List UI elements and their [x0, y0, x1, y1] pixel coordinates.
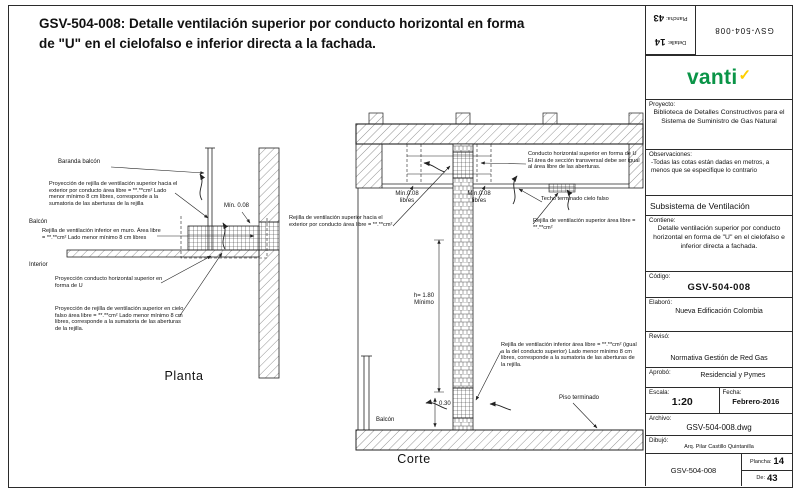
drawing-area: GSV-504-008: Detalle ventilación superio…: [9, 6, 646, 486]
archivo-cell: Archivo: GSV-504-008.dwg: [646, 414, 792, 436]
top-plancha-cell: Plancha: 43: [646, 6, 695, 30]
bottom-plancha-value: 14: [773, 456, 784, 468]
technical-drawing-canvas: [66, 112, 644, 451]
aprobo-label: Aprobó:: [649, 369, 671, 376]
top-detalle-cell: Detalle: 14: [646, 30, 695, 55]
bottom-de-value: 43: [766, 472, 778, 484]
titleblock-top-strip: Plancha: 43 Detalle: 14 GSV-504-008: [646, 6, 792, 56]
aprobo-value: Residencial y Pymes: [700, 372, 766, 379]
proyecto-label: Proyecto:: [649, 101, 676, 108]
archivo-value: GSV-504-008.dwg: [686, 423, 752, 432]
codigo-label: Código:: [649, 273, 671, 280]
reviso-cell: Revisó: Normativa Gestión de Red Gas: [646, 332, 792, 368]
escala-fecha-cell: Escala: 1:20 Fecha: Febrero-2016: [646, 388, 792, 414]
plan-note-rejilla-cielofalso: Proyección de rejilla de ventilación sup…: [55, 306, 184, 332]
top-sheet-code: GSV-504-008: [714, 26, 774, 35]
reviso-value: Normativa Gestión de Red Gas: [670, 355, 768, 363]
reviso-label: Revisó:: [649, 333, 670, 340]
section-label-piso-terminado: Piso terminado: [559, 395, 600, 401]
vanti-check-icon: ✓: [738, 66, 752, 84]
elaboro-cell: Elaboró: Nueva Edificación Colombia: [646, 298, 792, 332]
section-note-techo-terminado: Techo terminado cielo falso: [541, 196, 609, 202]
codigo-cell: Código: GSV-504-008: [646, 272, 792, 298]
contiene-label: Contiene:: [649, 217, 676, 224]
sheet-frame: GSV-504-008: Detalle ventilación superio…: [8, 5, 793, 488]
top-plancha-label: Plancha:: [666, 15, 688, 21]
proyecto-cell: Proyecto: Biblioteca de Detalles Constru…: [646, 100, 792, 150]
fecha-cell: Fecha: Febrero-2016: [718, 388, 793, 413]
observaciones-text: -Todas las cotas están dadas en metros, …: [651, 159, 770, 175]
codigo-value: GSV-504-008: [687, 282, 751, 293]
section-note-rejilla-superior-exterior: Rejilla de ventilación superior hacia el…: [289, 215, 393, 228]
section-dim-min-left: Mín.0.08 libres: [395, 191, 419, 204]
dibujo-value: Arq. Pilar Castillo Quintanilla: [684, 444, 754, 450]
contiene-text: Detalle ventilación superior por conduct…: [653, 225, 785, 250]
section-note-conducto-u: Conducto horizontal superior en forma de…: [528, 151, 640, 171]
aprobo-cell: Aprobó: Residencial y Pymes: [646, 368, 792, 388]
escala-value: 1:20: [671, 396, 693, 408]
plan-caption: Planta: [164, 369, 204, 383]
bottom-plancha-label: Plancha:: [750, 458, 772, 465]
plan-note-conducto-u: Proyección conducto horizontal superior …: [55, 276, 163, 289]
elaboro-label: Elaboró:: [649, 299, 673, 306]
fecha-label: Fecha:: [722, 389, 742, 396]
top-detalle-label: Detalle:: [667, 39, 687, 45]
contiene-cell: Contiene: Detalle ventilación superior p…: [646, 216, 792, 272]
plan-note-rejilla-inferior: Rejilla de ventilación inferior en muro.…: [42, 228, 161, 241]
top-detalle-value: 14: [654, 36, 666, 48]
bottom-de-label: De:: [756, 475, 765, 482]
section-linework: [355, 112, 644, 451]
section-caption: Corte: [397, 452, 431, 466]
dibujo-label: Dibujó:: [649, 437, 669, 444]
sheet-title: GSV-504-008: Detalle ventilación superio…: [39, 16, 525, 52]
title-block: Plancha: 43 Detalle: 14 GSV-504-008 vant…: [645, 6, 792, 486]
section-note-rejilla-superior: Rejilla de ventilación superior área lib…: [533, 218, 636, 231]
plan-label-interior: Interior: [29, 262, 48, 268]
subsistema-cell: Subsistema de Ventilación: [646, 196, 792, 216]
top-plancha-value: 43: [653, 12, 665, 24]
leader-lines: [110, 161, 598, 429]
logo-cell: vanti ✓: [646, 56, 792, 100]
section-note-rejilla-inferior: Rejilla de ventilación inferior área lib…: [501, 342, 637, 368]
plan-label-baranda: Baranda balcón: [58, 159, 101, 165]
section-dim-min-right: Mín.0.08 libres: [467, 191, 491, 204]
plan-note-rejilla-superior-exterior: Proyección de rejilla de ventilación sup…: [49, 181, 178, 207]
fecha-value: Febrero-2016: [732, 397, 780, 406]
bottom-sheet-code: GSV-504-008: [646, 454, 742, 486]
plan-label-balcon: Balcón: [29, 219, 48, 225]
section-dim-h-180: h= 1.80 Mínimo: [413, 293, 435, 306]
elaboro-value: Nueva Edificación Colombia: [675, 308, 763, 315]
bottom-strip: GSV-504-008 Plancha: 14 De: 43: [646, 454, 792, 486]
observaciones-cell: Observaciones: -Todas las cotas están da…: [646, 150, 792, 196]
plan-linework: [66, 147, 280, 379]
dibujo-cell: Dibujó: Arq. Pilar Castillo Quintanilla: [646, 436, 792, 454]
subsistema-text: Subsistema de Ventilación: [650, 200, 750, 211]
airflow-arrow-icons: [199, 161, 573, 411]
bottom-de-cell: De: 43: [742, 469, 792, 487]
bottom-plancha-cell: Plancha: 14: [742, 454, 792, 470]
archivo-label: Archivo:: [649, 415, 672, 422]
observaciones-label: Observaciones:: [649, 151, 692, 158]
escala-label: Escala:: [649, 389, 670, 396]
vanti-logo: vanti: [686, 65, 738, 89]
escala-cell: Escala: 1:20: [646, 388, 719, 413]
section-dim-030: 0.30: [439, 401, 451, 407]
plan-dim-min-008: Mín. 0.08: [224, 203, 250, 209]
proyecto-text: Biblioteca de Detalles Constructivos par…: [653, 109, 785, 125]
section-label-balcon: Balcón: [376, 417, 395, 423]
